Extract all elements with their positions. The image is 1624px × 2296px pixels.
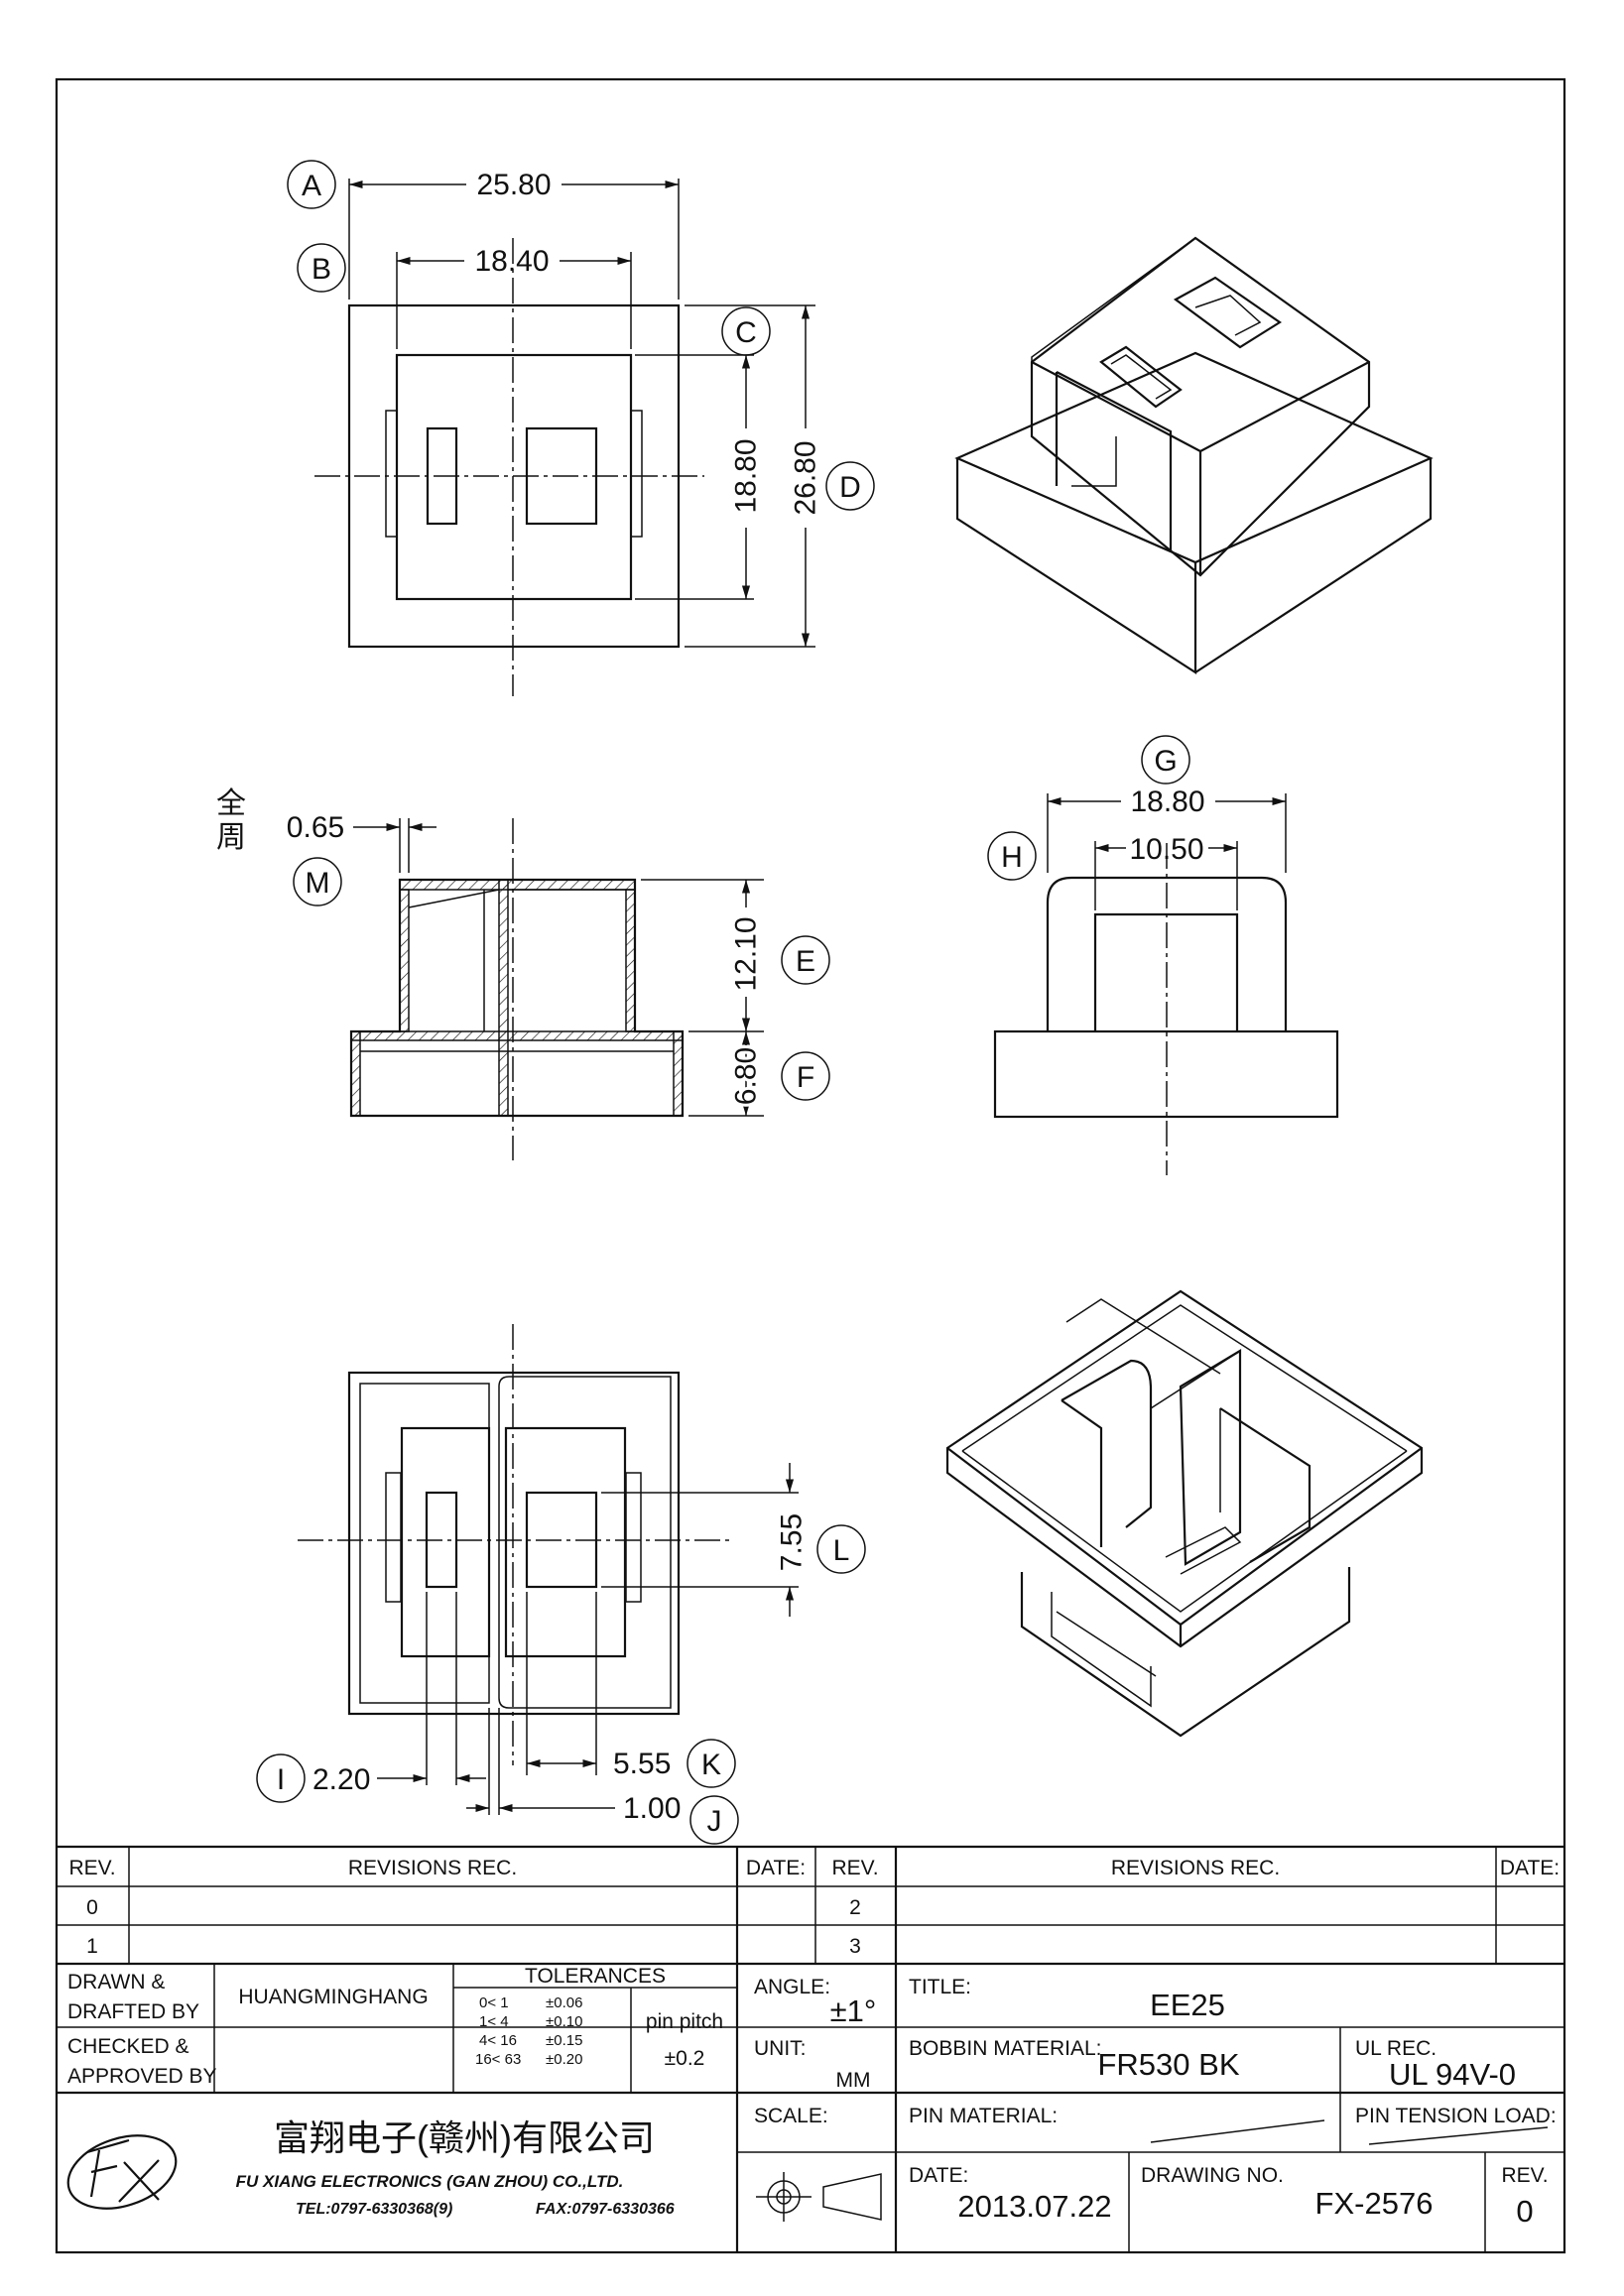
marker-F: F (797, 1061, 814, 1094)
angle-value: ±1° (830, 1994, 877, 2028)
dim-C-value: 18.80 (730, 438, 763, 513)
company-name-en: FU XIANG ELECTRONICS (GAN ZHOU) CO.,LTD. (236, 2172, 624, 2191)
ul-rec-value: UL 94V-0 (1389, 2057, 1516, 2092)
pin-pitch-value: ±0.2 (665, 2047, 705, 2070)
tol-range-2: 4< 16 (479, 2032, 517, 2049)
marker-E: E (796, 945, 815, 978)
date-header-right: DATE: (1500, 1857, 1560, 1879)
tol-range-3: 16< 63 (475, 2051, 521, 2068)
title-block: REV. REVISIONS REC. DATE: REV. REVISIONS… (57, 1845, 1564, 2252)
dim-I-value: 2.20 (312, 1763, 370, 1796)
dim-D-value: 26.80 (790, 440, 822, 515)
date-label: DATE: (909, 2164, 968, 2187)
tol-range-0: 0< 1 (479, 1994, 509, 2011)
company-tel: TEL:0797-6330368(9) (296, 2201, 452, 2218)
dimension-markers: A B C D E F G H I J K L M (256, 160, 1190, 1845)
unit-label: UNIT: (754, 2037, 807, 2060)
rev-label: REV. (1501, 2164, 1548, 2187)
bottom-view: 7.55 2.20 5.55 1.00 (298, 1324, 809, 1825)
angle-label: ANGLE: (754, 1976, 830, 1998)
tol-value-1: ±0.10 (546, 2013, 582, 2030)
isometric-view-bottom (945, 1289, 1424, 1738)
title-value: EE25 (1150, 1988, 1225, 2022)
marker-I: I (277, 1763, 285, 1796)
dim-E-value: 12.10 (730, 916, 763, 991)
dim-K-value: 5.55 (613, 1748, 671, 1780)
marker-A: A (302, 170, 321, 202)
pin-material-label: PIN MATERIAL: (909, 2105, 1058, 2127)
revisions-header-right: REVISIONS REC. (1111, 1857, 1280, 1879)
note-all-around-2: 周 (216, 821, 246, 854)
ul-rec-label: UL REC. (1355, 2037, 1437, 2060)
third-angle-projection-icon (756, 2172, 882, 2222)
dim-J-value: 1.00 (623, 1792, 681, 1825)
marker-G: G (1154, 745, 1177, 778)
rev-row-0: 0 (86, 1896, 98, 1919)
checked-label-1: CHECKED & (67, 2035, 189, 2058)
bobbin-material-label: BOBBIN MATERIAL: (909, 2037, 1102, 2060)
bobbin-material-value: FR530 BK (1097, 2047, 1239, 2082)
top-view: 25.80 18.40 18.80 26.80 (314, 169, 822, 696)
rev-row-1: 1 (86, 1935, 98, 1958)
checked-label-2: APPROVED BY (67, 2065, 217, 2088)
dim-G-value: 18.80 (1130, 785, 1204, 818)
marker-J: J (707, 1805, 722, 1838)
section-view: 0.65 全 周 12.10 6.80 (216, 787, 766, 1160)
dim-A-value: 25.80 (476, 169, 551, 201)
pin-tension-label: PIN TENSION LOAD: (1355, 2105, 1557, 2127)
front-view: 18.80 10.50 (993, 785, 1339, 1175)
dim-F-value: 6.80 (730, 1047, 763, 1105)
revisions-header-left: REVISIONS REC. (348, 1857, 517, 1879)
rev-row-2: 2 (849, 1896, 861, 1919)
drawn-label-1: DRAWN & (67, 1971, 165, 1994)
rev-header-left: REV. (68, 1857, 115, 1879)
tol-value-3: ±0.20 (546, 2051, 582, 2068)
marker-M: M (306, 867, 330, 900)
unit-value: MM (836, 2069, 871, 2092)
marker-H: H (1001, 841, 1023, 874)
marker-C: C (735, 316, 757, 349)
drawing-no-value: FX-2576 (1315, 2186, 1434, 2221)
rev-row-3: 3 (849, 1935, 861, 1958)
drawing-no-label: DRAWING NO. (1141, 2164, 1284, 2187)
isometric-view-top (954, 236, 1434, 675)
company-fax: FAX:0797-6330366 (536, 2201, 675, 2218)
scale-label: SCALE: (754, 2105, 828, 2127)
marker-B: B (312, 253, 331, 286)
drawing-border (55, 77, 1566, 2254)
tolerances-label: TOLERANCES (525, 1965, 666, 1988)
dim-L-value: 7.55 (776, 1513, 809, 1571)
dim-M-value: 0.65 (287, 811, 344, 844)
note-all-around-1: 全 (216, 787, 246, 820)
date-header-left: DATE: (746, 1857, 806, 1879)
company-name-cn: 富翔电子(赣州)有限公司 (274, 2117, 655, 2158)
marker-L: L (833, 1534, 850, 1567)
tol-value-2: ±0.15 (546, 2032, 582, 2049)
pin-pitch-label: pin pitch (646, 2010, 723, 2033)
dim-B-value: 18.40 (474, 245, 549, 278)
drawn-label-2: DRAFTED BY (67, 2000, 199, 2023)
tol-range-1: 1< 4 (479, 2013, 509, 2030)
title-label: TITLE: (909, 1976, 971, 1998)
company-logo-icon (66, 2134, 178, 2210)
date-value: 2013.07.22 (957, 2189, 1111, 2224)
tol-value-0: ±0.06 (546, 1994, 582, 2011)
dim-H-value: 10.50 (1129, 833, 1203, 866)
rev-value: 0 (1516, 2194, 1533, 2229)
marker-D: D (839, 471, 861, 504)
marker-K: K (701, 1749, 721, 1781)
drawn-by-value: HUANGMINGHANG (238, 1986, 428, 2008)
rev-header-right: REV. (831, 1857, 878, 1879)
